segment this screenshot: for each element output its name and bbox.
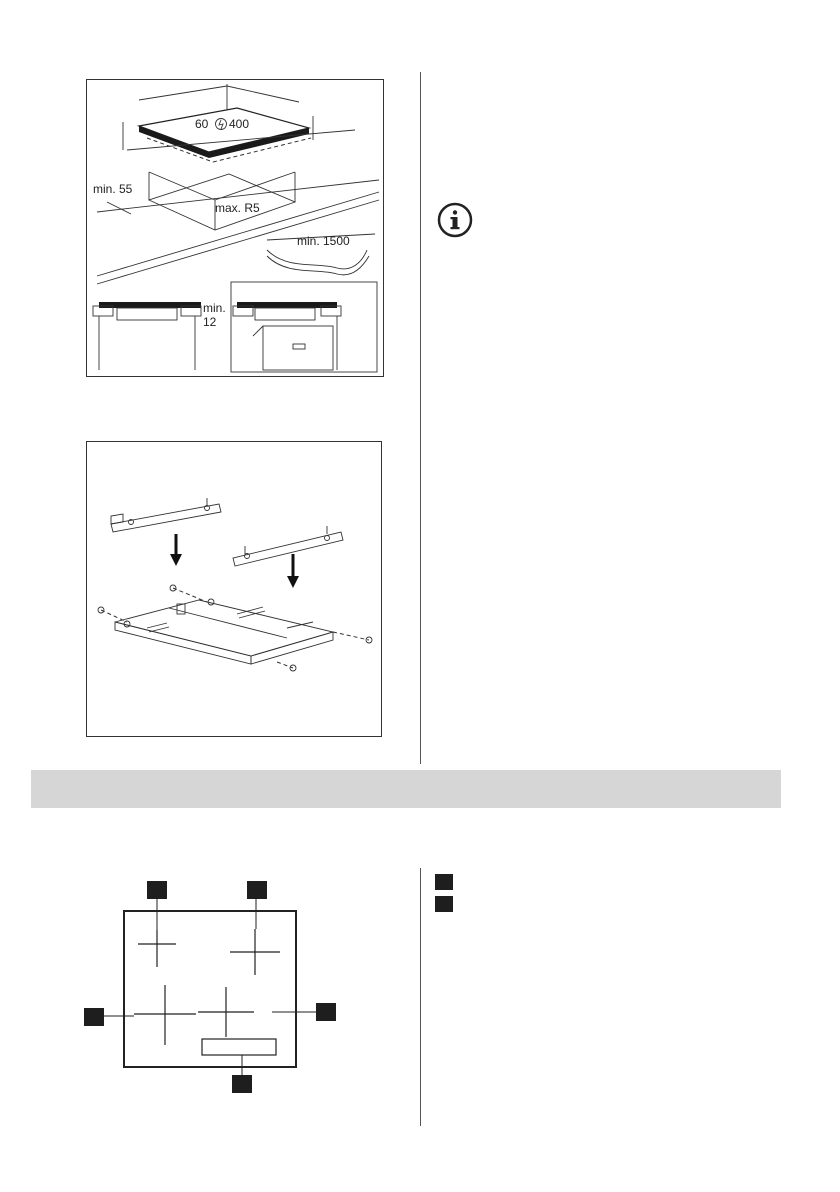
control-panel	[202, 1039, 276, 1055]
dim-min-1500: min. 1500	[297, 234, 350, 248]
section-header-band	[31, 770, 781, 808]
figure-installation-brackets	[86, 441, 382, 737]
column-divider-bottom	[420, 868, 421, 1126]
dim-400: 400	[229, 117, 249, 131]
marker-square-4	[316, 1003, 336, 1021]
marker-square-5	[232, 1075, 252, 1093]
dim-min-12-b: 12	[203, 315, 217, 329]
brackets-drawing	[87, 442, 381, 736]
marker-square-2	[247, 881, 267, 899]
column-divider-top	[420, 72, 421, 764]
installation-dimensions-drawing: 60 400 min. 55 max. R5 min. 1500 min. 12	[87, 80, 383, 376]
marker-square-1	[147, 881, 167, 899]
marker-square-3	[84, 1008, 104, 1026]
legend-item-1	[435, 874, 453, 890]
dim-min-12-a: min.	[203, 301, 226, 315]
figure-installation-dimensions: 60 400 min. 55 max. R5 min. 1500 min. 12	[86, 79, 384, 377]
dim-max-r5: max. R5	[215, 201, 260, 215]
dim-min-55: min. 55	[93, 182, 133, 196]
figure-cooking-surface-layout	[80, 875, 340, 1097]
legend-item-2	[435, 896, 453, 912]
info-icon	[437, 202, 473, 238]
dim-60: 60	[195, 117, 209, 131]
